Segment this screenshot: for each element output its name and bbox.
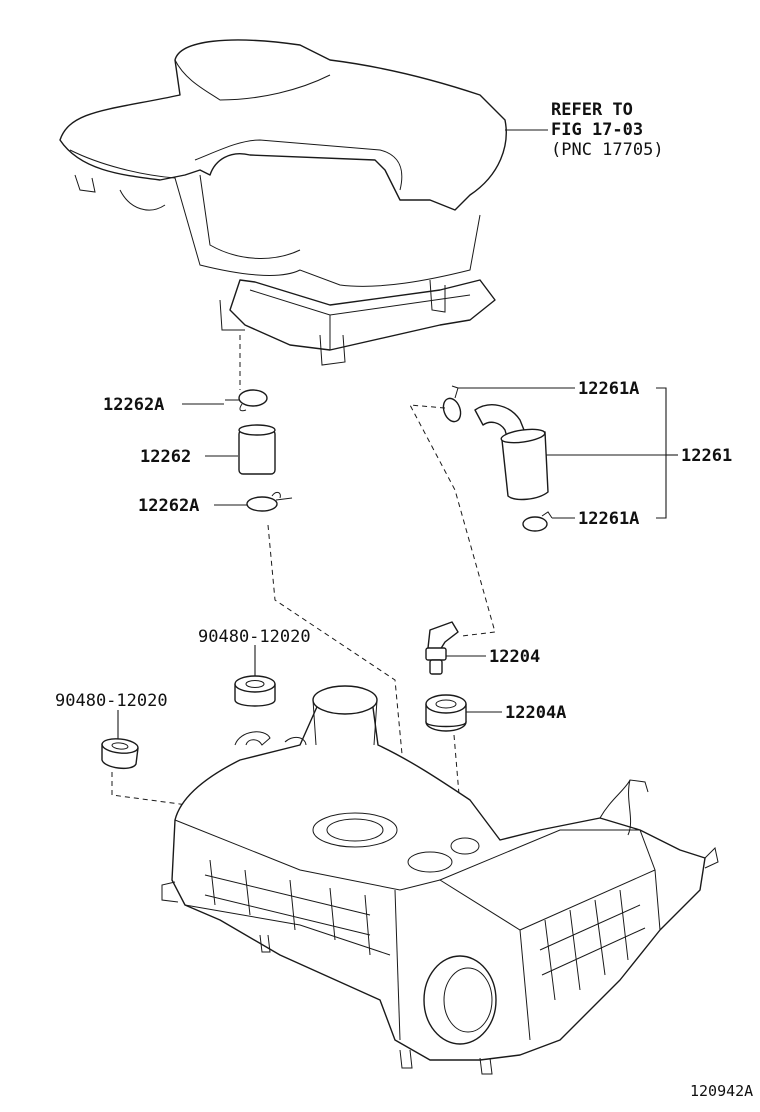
dashed-guide xyxy=(409,404,496,637)
label-12204A: 12204A xyxy=(505,703,566,723)
air-cleaner-cap xyxy=(59,39,507,366)
clip-12261A-bottom xyxy=(522,511,553,532)
label-12262: 12262 xyxy=(140,447,191,467)
grommet-90480-lower xyxy=(101,738,139,770)
label-12204: 12204 xyxy=(489,647,540,667)
refer-line-2: FIG 17-03 xyxy=(551,120,643,140)
label-12261A-top: 12261A xyxy=(578,379,639,399)
figure-id: 120942A xyxy=(690,1082,753,1100)
label-90480-lower: 90480-12020 xyxy=(55,691,168,711)
clip-12262A-top xyxy=(225,389,268,412)
pcv-valve-12204 xyxy=(425,621,459,675)
hose-12262 xyxy=(238,424,276,475)
dashed-guide xyxy=(453,734,463,831)
group-bracket xyxy=(656,387,667,519)
clip-12262A-bottom xyxy=(246,491,293,512)
air-cleaner-case xyxy=(161,685,719,1075)
hose-12261 xyxy=(474,404,549,501)
refer-line-1: REFER TO xyxy=(551,100,633,120)
clip-12261A-top xyxy=(442,385,462,423)
label-12261A-bottom: 12261A xyxy=(578,509,639,529)
refer-line-3: (PNC 17705) xyxy=(551,140,664,160)
grommet-90480-upper xyxy=(234,675,276,707)
label-90480-upper: 90480-12020 xyxy=(198,627,311,647)
label-12262A-top: 12262A xyxy=(103,395,164,415)
grommet-12204A xyxy=(425,694,467,732)
label-12262A-bottom: 12262A xyxy=(138,496,199,516)
label-12261: 12261 xyxy=(681,446,732,466)
